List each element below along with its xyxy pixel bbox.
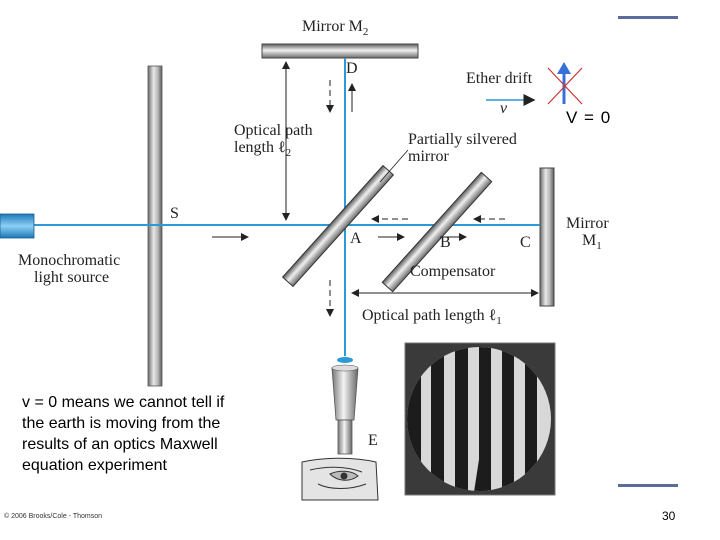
point-b-label: B	[440, 234, 451, 251]
v-symbol: v	[500, 100, 508, 117]
interference-fringes	[404, 342, 556, 496]
beam-direction-arrows	[212, 80, 505, 317]
page-number: 30	[662, 509, 676, 523]
mirror-m1-label: Mirror M1	[566, 215, 609, 253]
optical-path-l1-label: Optical path length ℓ1	[362, 307, 502, 328]
light-source	[0, 213, 35, 239]
top-decor-line	[618, 16, 678, 19]
observer-eye	[301, 457, 379, 501]
mirror-m1	[539, 167, 555, 307]
point-c-label: C	[520, 234, 531, 251]
partially-silvered-mirror	[281, 164, 395, 288]
telescope	[331, 340, 359, 455]
bottom-decor-line	[618, 484, 678, 487]
optical-path-l2-label: Optical path length ℓ2	[234, 122, 313, 160]
velocity-zero-label: V = 0	[566, 108, 612, 127]
point-e-label: E	[368, 432, 378, 449]
light-source-label: Monochromatic light source	[18, 252, 121, 286]
point-d-label: D	[346, 60, 358, 77]
mirror-m2-label: Mirror M2	[302, 18, 369, 39]
ether-drift-label: Ether drift	[466, 70, 533, 87]
light-beams	[30, 58, 540, 352]
copyright-text: © 2006 Brooks/Cole - Thomson	[4, 513, 103, 520]
velocity-crossed-arrow	[547, 62, 583, 105]
mirror-pointer-line	[379, 149, 409, 183]
explanation-note: v = 0 means we cannot tell if the earth …	[22, 394, 225, 474]
mirror-m2	[261, 43, 419, 59]
compensator-label: Compensator	[410, 263, 496, 280]
partially-silvered-label: Partially silvered mirror	[408, 131, 517, 165]
point-a-label: A	[350, 230, 362, 247]
point-s-label: S	[170, 205, 179, 222]
